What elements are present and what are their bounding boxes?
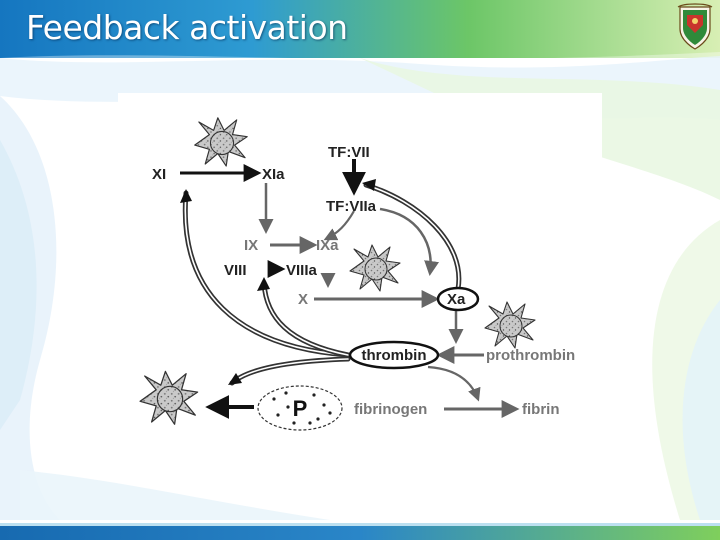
arrowhead-to-platelet bbox=[228, 373, 242, 385]
arrowhead-to-viiia bbox=[257, 277, 270, 291]
granule-ellipse bbox=[257, 385, 343, 431]
label-thrombin: thrombin bbox=[362, 347, 427, 364]
arrowhead-to-tfviia bbox=[362, 179, 376, 191]
label-xia: XIa bbox=[262, 166, 285, 183]
label-fibrinogen: fibrinogen bbox=[354, 401, 427, 418]
arrowhead-to-xi bbox=[180, 189, 192, 203]
label-ixa: IXa bbox=[316, 237, 339, 254]
coagulation-feedback-diagram: XI XIa TF:VII TF:VIIa IX IXa VIII VIIIa … bbox=[118, 93, 602, 447]
university-emblem-icon bbox=[677, 3, 713, 50]
arrow-tfviia-to-ixa bbox=[323, 210, 355, 241]
granule-dots bbox=[272, 391, 332, 425]
label-xa: Xa bbox=[447, 291, 466, 308]
label-tf-vii: TF:VII bbox=[328, 144, 370, 161]
slide-title: Feedback activation bbox=[26, 8, 348, 47]
thrombin-ellipse bbox=[348, 340, 440, 370]
label-tf-viia: TF:VIIa bbox=[326, 198, 377, 215]
label-fibrin: fibrin bbox=[522, 401, 560, 418]
label-viiia: VIIIa bbox=[286, 262, 318, 279]
label-xi: XI bbox=[152, 166, 166, 183]
arrow-tfviia-to-xa bbox=[379, 207, 440, 276]
label-x: X bbox=[298, 291, 308, 308]
xa-ellipse bbox=[436, 286, 480, 312]
label-p: P bbox=[293, 396, 308, 421]
arrow-thrombin-to-fibrin bbox=[427, 365, 481, 402]
label-prothrombin: prothrombin bbox=[486, 347, 575, 364]
label-ix: IX bbox=[244, 237, 258, 254]
label-viii: VIII bbox=[224, 262, 247, 279]
